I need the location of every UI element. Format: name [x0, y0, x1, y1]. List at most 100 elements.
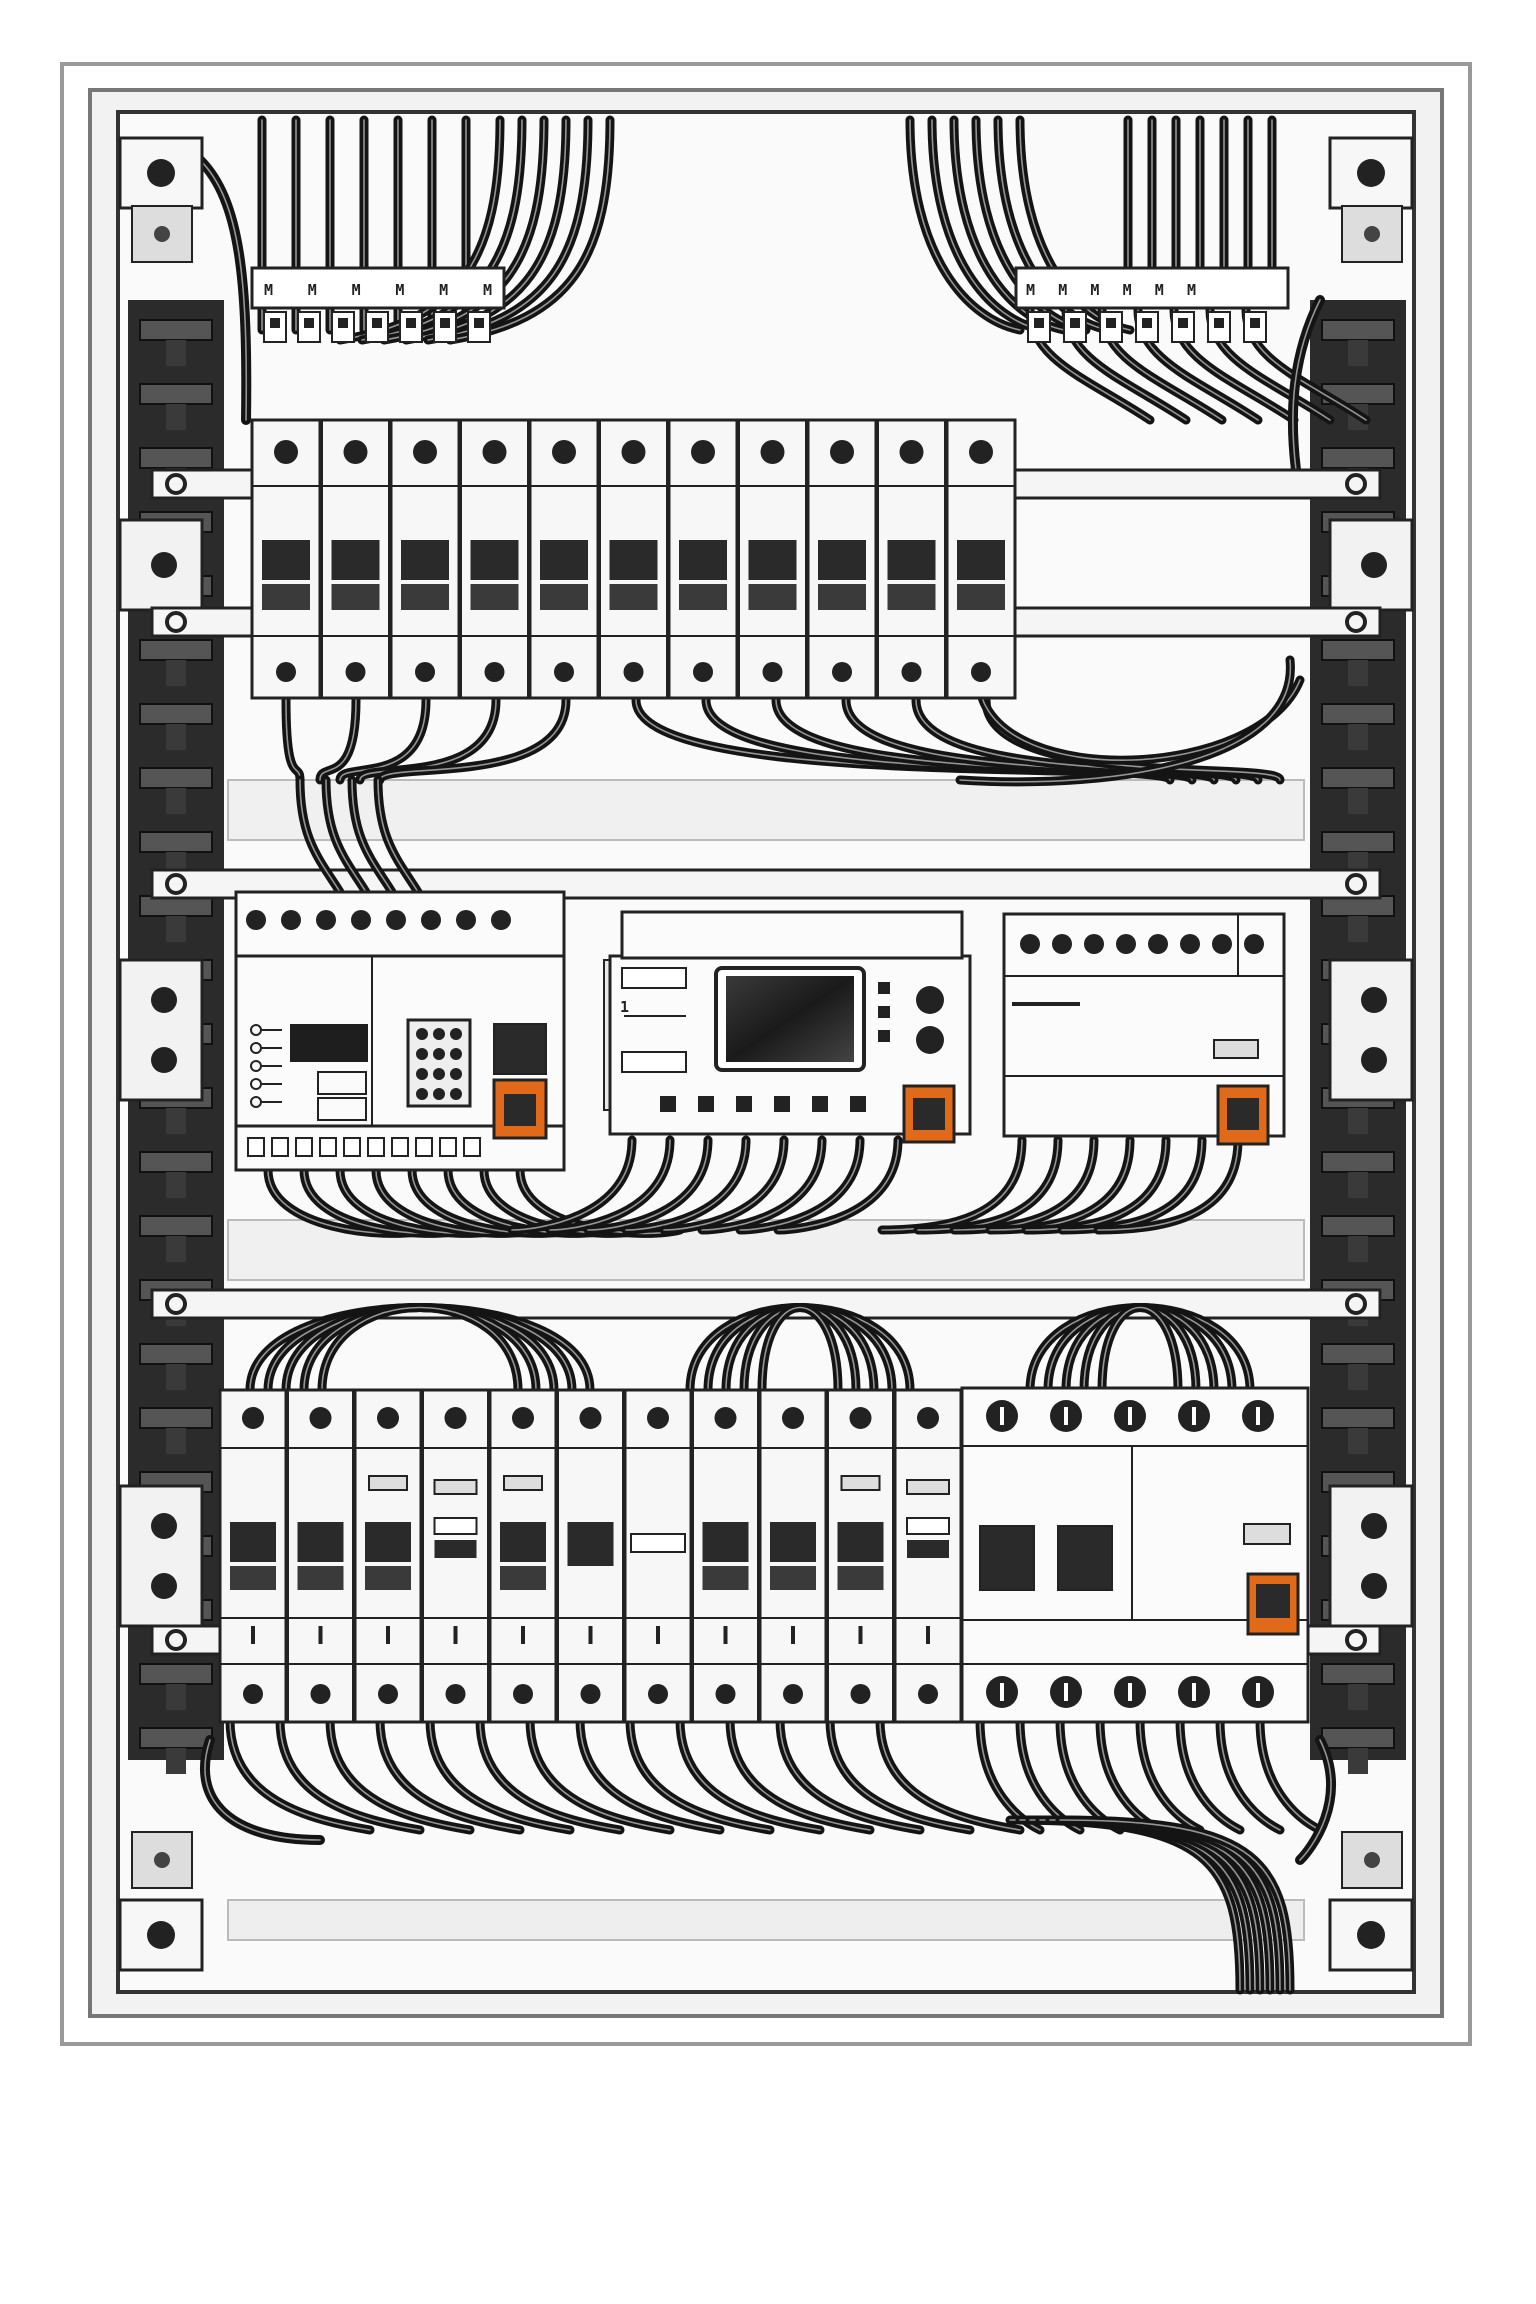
keypad-key [416, 1048, 428, 1060]
channel-clip [166, 1236, 186, 1262]
screw-icon [552, 440, 576, 464]
terminal-screw-icon [246, 910, 266, 930]
channel-clip [1348, 788, 1368, 814]
adjust-knob-top[interactable] [916, 986, 944, 1014]
screw-icon [830, 440, 854, 464]
lcd-screen [726, 976, 854, 1062]
output-terminal [319, 1137, 337, 1157]
output-terminal [774, 1096, 790, 1112]
upper-breaker-4 [459, 418, 530, 700]
rcd-toggle-1[interactable] [979, 1525, 1035, 1591]
upper-breaker-5 [528, 418, 600, 700]
screw-icon [1357, 1921, 1385, 1949]
keypad-key [416, 1088, 428, 1100]
channel-rung [139, 1215, 213, 1237]
channel-clip [166, 340, 186, 366]
wire-highlight [761, 1306, 839, 1391]
screw-icon [1361, 987, 1387, 1013]
breaker-toggle [470, 540, 519, 580]
terminal-screw-icon [1020, 934, 1040, 954]
output-terminal [271, 1137, 289, 1157]
wire-highlight [777, 1139, 899, 1231]
screw-slot [1256, 1407, 1260, 1425]
relay-module-right [1002, 912, 1286, 1146]
upper-breaker-7 [667, 418, 739, 700]
screw-icon [154, 226, 170, 242]
screw-icon [1361, 1047, 1387, 1073]
screw-icon [151, 1573, 177, 1599]
screw-icon [899, 440, 924, 464]
terminal-screw-icon [1214, 318, 1224, 328]
screw-icon [378, 1684, 398, 1704]
output-terminal [415, 1137, 433, 1157]
upper-breaker-6 [598, 418, 669, 700]
wire-highlight [953, 1139, 1095, 1231]
channel-rung [1321, 1663, 1395, 1685]
display-module-reset-button[interactable] [902, 1084, 956, 1144]
channel-rung [1321, 447, 1395, 469]
terminal-screw-icon [456, 910, 476, 930]
upper-breaker-10 [876, 418, 947, 700]
screw-icon [648, 1684, 668, 1704]
lower-breaker-1 [218, 1388, 288, 1724]
screw-icon [1361, 552, 1387, 578]
lower-breaker-5 [488, 1388, 558, 1724]
terminal-screw-icon [1212, 934, 1232, 954]
screw-slot [1192, 1407, 1196, 1425]
wire-highlight [229, 1719, 371, 1831]
keypad-key [450, 1088, 462, 1100]
output-terminal [343, 1137, 361, 1157]
breaker-toggle-base [500, 1566, 546, 1590]
wire-highlight [1101, 1306, 1179, 1391]
lower-breaker-6 [556, 1388, 625, 1724]
breaker-rating-label [840, 1475, 881, 1491]
rcd-toggle-2[interactable] [1057, 1525, 1113, 1591]
channel-rung [139, 447, 213, 469]
rail-end-bracket [118, 1484, 204, 1628]
output-terminal [850, 1096, 866, 1112]
channel-clip [1348, 1748, 1368, 1774]
screw-icon [760, 440, 785, 464]
lower-breaker-4 [421, 1388, 490, 1724]
terminal-screw-icon [304, 318, 314, 328]
terminal-screw-icon [474, 318, 484, 328]
screw-icon [147, 159, 175, 187]
channel-rung [1321, 831, 1395, 853]
screw-icon [147, 1921, 175, 1949]
screw-slot [1064, 1683, 1068, 1701]
wire-highlight [1219, 1719, 1281, 1831]
output-terminal [391, 1137, 409, 1157]
breaker-toggle [818, 540, 866, 580]
channel-clip [166, 1684, 186, 1710]
breaker-toggle-base [770, 1566, 816, 1590]
breaker-toggle [770, 1522, 816, 1562]
screw-icon [901, 662, 922, 682]
screw-icon [691, 440, 715, 464]
top-wire-bundles [195, 115, 1371, 475]
terminal-screw-icon [1178, 318, 1188, 328]
control-module-left [234, 890, 566, 1172]
breaker-toggle-base [331, 584, 380, 610]
adjust-knob-bottom[interactable] [916, 1026, 944, 1054]
wire-highlight [339, 699, 427, 781]
breaker-toggle-base [702, 1566, 749, 1590]
wire-highlight [319, 699, 357, 781]
mounting-brackets [118, 136, 1414, 1972]
screw-icon [513, 1684, 533, 1704]
screw-icon [783, 1684, 803, 1704]
wire-highlight [429, 1719, 571, 1831]
terminal-screw-icon [440, 318, 450, 328]
terminal-screw-icon [406, 318, 416, 328]
channel-rung [1321, 703, 1395, 725]
terminal-screw-icon [1084, 934, 1104, 954]
wire-highlight [587, 1139, 709, 1231]
breaker-toggle [262, 540, 310, 580]
rail-screw-icon [165, 873, 187, 895]
terminal-screw-icon [386, 910, 406, 930]
control-display-small [290, 1024, 368, 1062]
terminal-screw-icon [1116, 934, 1136, 954]
breaker-toggle [500, 1522, 546, 1562]
wire-highlight [285, 699, 301, 781]
wire-highlight [679, 1719, 821, 1831]
screw-icon [276, 662, 296, 682]
